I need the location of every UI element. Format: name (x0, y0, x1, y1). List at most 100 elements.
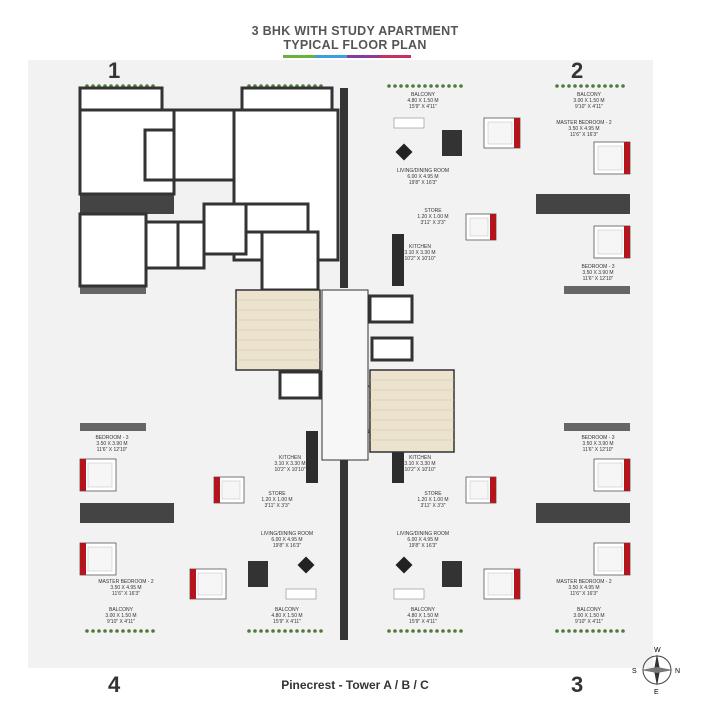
upright-label-11-2-line-1: MASTER BEDROOM - 2 (556, 579, 612, 585)
balcony-big-hedge-4-shrub-12 (313, 629, 317, 633)
bedroom-3-4 (78, 212, 148, 288)
balcony-small-hedge-2-shrub-11 (561, 84, 565, 88)
bedroom-3-bed-2-sheet (597, 229, 623, 255)
balcony-small-hedge-2-shrub-1 (621, 84, 625, 88)
wall-band-2 (536, 194, 630, 214)
plan-subtitle: TYPICAL FLOOR PLAN (283, 38, 427, 52)
balcony-small-hedge-3-shrub-6 (591, 629, 595, 633)
balcony-big-hedge-3-shrub-4 (441, 629, 445, 633)
upright-label-11-3-line-3: 19'8" X 16'3" (409, 543, 437, 549)
balcony-small-hedge-3-shrub-3 (609, 629, 613, 633)
upright-label-01-4-line-3: 11'6" X 12'10" (97, 447, 128, 453)
balcony-small-hedge-2-shrub-9 (573, 84, 577, 88)
upright-label-11-5-line-3: 3'11" X 3'3" (420, 503, 445, 509)
coffee-table-4 (297, 556, 315, 574)
study-bed-4-headboard (214, 477, 220, 503)
balcony-big-hedge-4-shrub-13 (319, 629, 323, 633)
upright-label-01-2-line-2: 3.50 X 4.95 M (110, 585, 141, 591)
upright-label-10-0-line-1: BALCONY (577, 92, 602, 98)
bedroom-3-bed-2-headboard (624, 226, 630, 258)
balcony-big-hedge-2-shrub-2 (453, 84, 457, 88)
balcony-big-hedge-4-shrub-8 (289, 629, 293, 633)
balcony-small-hedge-3-shrub-5 (597, 629, 601, 633)
balcony-small-hedge-3-shrub-11 (561, 629, 565, 633)
lift-west (278, 370, 322, 400)
balcony-big-hedge-3-shrub-1 (459, 629, 463, 633)
upright-label-11-6-line-1: KITCHEN (409, 455, 431, 461)
upright-label-01-5-line-2: 1.20 X 1.00 M (261, 497, 292, 503)
balcony-big-4 (240, 86, 334, 112)
compass-icon: W N E S (632, 647, 680, 695)
master-bed-3-sheet (597, 546, 623, 572)
upright-label-11-6-line-3: 10'2" X 10'10" (404, 467, 435, 473)
bedroom-2-bed-3-sheet (487, 572, 513, 596)
stretch-lift (368, 294, 414, 324)
compass-n-label: W (654, 647, 661, 654)
bedroom-3-bed-3-sheet (597, 462, 623, 488)
plan-title: 3 BHK WITH STUDY APARTMENT (251, 24, 459, 38)
balcony-big-hedge-3-shrub-8 (417, 629, 421, 633)
balcony-small-hedge-4-shrub-8 (127, 629, 131, 633)
balcony-big-hedge-2-shrub-13 (387, 84, 391, 88)
compass-s-label: E (654, 689, 659, 695)
master-bed-4-sheet (87, 546, 113, 572)
fire-lift (370, 336, 414, 362)
upright-label-10-4-line-1: BEDROOM - 3 (581, 264, 614, 270)
upright-label-01-6-line-3: 10'2" X 10'10" (274, 467, 305, 473)
balcony-small-hedge-4-shrub-4 (103, 629, 107, 633)
upright-label-11-3-line-2: 6.00 X 4.95 M (407, 537, 438, 543)
balcony-big-hedge-4-shrub-3 (259, 629, 263, 633)
upright-label-01-4-line-1: BEDROOM - 3 (95, 435, 128, 441)
study-bed-2-sheet (469, 217, 489, 237)
color-strip-green (283, 55, 315, 58)
balcony-small-hedge-4-shrub-7 (121, 629, 125, 633)
wall-band-1 (80, 194, 174, 214)
upright-label-01-6-line-2: 3.10 X 3.30 M (274, 461, 305, 467)
balcony-small-hedge-2-shrub-3 (609, 84, 613, 88)
upright-label-10-1-line-1: BALCONY (411, 92, 436, 98)
balcony-big-hedge-3-shrub-7 (423, 629, 427, 633)
bedroom-3-balcony-2 (564, 286, 630, 294)
kitchen-4 (260, 230, 320, 292)
bedroom-3-bed-3-headboard (624, 459, 630, 491)
balcony-big-hedge-4-shrub-10 (301, 629, 305, 633)
upright-label-01-5-line-3: 3'11" X 3'3" (264, 503, 289, 509)
balcony-small-hedge-3-shrub-7 (585, 629, 589, 633)
upright-label-11-5-line-1: STORE (424, 491, 442, 497)
upright-label-11-0-line-1: BALCONY (577, 607, 602, 613)
master-bed-4-headboard (80, 543, 86, 575)
balcony-big-hedge-2-shrub-8 (417, 84, 421, 88)
kitchen-counter-4 (306, 431, 318, 483)
balcony-small-hedge-3-shrub-2 (615, 629, 619, 633)
balcony-big-hedge-2-shrub-7 (423, 84, 427, 88)
upright-label-11-4-line-3: 11'6" X 12'10" (583, 447, 614, 453)
upright-label-10-5-line-1: STORE (424, 208, 442, 214)
bedroom-2-bed-3-headboard (514, 569, 520, 599)
upright-label-10-0-line-2: 3.00 X 1.50 M (573, 98, 604, 104)
wall-band-4 (80, 503, 174, 523)
balcony-big-hedge-3-shrub-3 (447, 629, 451, 633)
balcony-big-hedge-3-shrub-9 (411, 629, 415, 633)
lobby (321, 289, 369, 461)
balcony-big-hedge-4-shrub-1 (247, 629, 251, 633)
upright-label-10-6-line-2: 3.10 X 3.30 M (404, 250, 435, 256)
balcony-big-hedge-2-shrub-9 (411, 84, 415, 88)
upright-label-01-1-line-2: 4.80 X 1.50 M (271, 613, 302, 619)
upright-label-01-0-line-1: BALCONY (109, 607, 134, 613)
upright-label-10-6-line-3: 10'2" X 10'10" (404, 256, 435, 262)
upright-label-01-1-line-1: BALCONY (275, 607, 300, 613)
upright-label-10-3-line-2: 6.00 X 4.95 M (407, 174, 438, 180)
upright-label-01-2-line-3: 11'6" X 16'3" (112, 591, 140, 597)
sofa-2 (393, 117, 425, 129)
store-4 (244, 202, 310, 234)
balcony-big-hedge-3-shrub-5 (435, 629, 439, 633)
balcony-big-hedge-2-shrub-5 (435, 84, 439, 88)
study-bed-4-sheet (221, 480, 241, 500)
upright-label-10-4-line-2: 3.50 X 3.90 M (582, 270, 613, 276)
balcony-big-hedge-3-shrub-10 (405, 629, 409, 633)
bedroom-2-bed-2-headboard (514, 118, 520, 148)
